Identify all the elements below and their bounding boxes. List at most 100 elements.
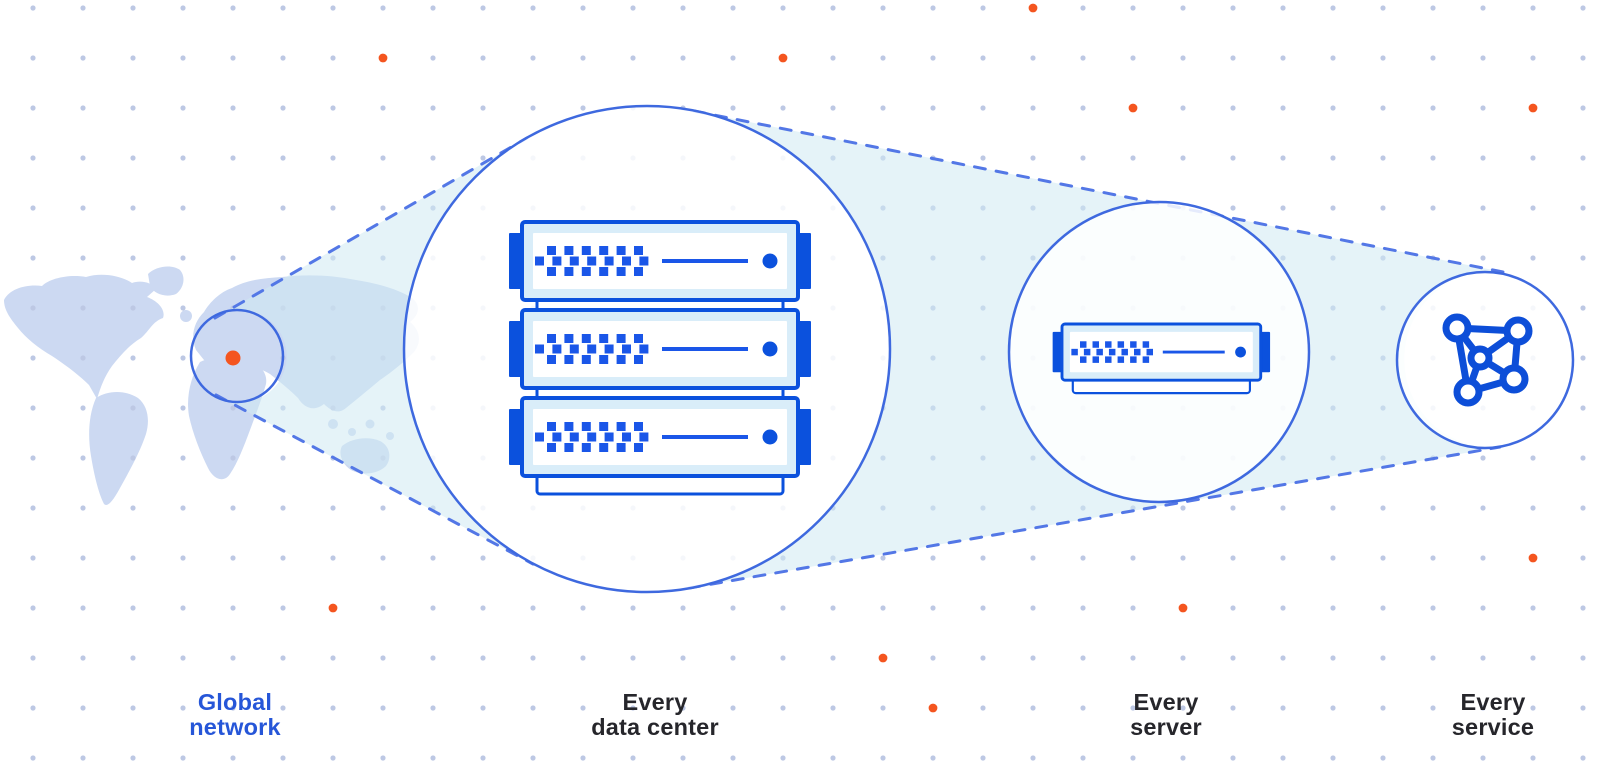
grid-dot — [180, 105, 186, 111]
map-north-america — [4, 274, 164, 399]
grid-dot — [580, 655, 586, 661]
server-part — [569, 344, 579, 354]
grid-dot — [230, 155, 236, 161]
grid-dot — [230, 705, 236, 711]
grid-dot — [730, 705, 736, 711]
grid-dot — [1130, 5, 1136, 11]
grid-dot — [380, 605, 386, 611]
server-part — [1142, 341, 1150, 348]
grid-dot — [780, 605, 786, 611]
grid-dot — [1180, 505, 1186, 511]
grid-dot — [1230, 5, 1236, 11]
grid-dot — [730, 55, 736, 61]
grid-dot — [830, 755, 836, 761]
grid-dot — [880, 705, 886, 711]
grid-dot — [330, 755, 336, 761]
grid-dot — [130, 655, 136, 661]
grid-dot — [980, 155, 986, 161]
grid-dot — [1580, 205, 1586, 211]
grid-dot — [1380, 205, 1386, 211]
grid-dot — [1430, 155, 1436, 161]
grid-dot — [780, 705, 786, 711]
grid-dot — [130, 305, 136, 311]
grid-dot — [1230, 555, 1236, 561]
grid-dot — [1230, 55, 1236, 61]
server-part — [552, 344, 562, 354]
server-part — [581, 355, 591, 364]
grid-dot — [1030, 155, 1036, 161]
server-part — [616, 355, 626, 364]
grid-dot — [630, 655, 636, 661]
grid-dot — [280, 455, 286, 461]
grid-dot — [80, 605, 86, 611]
grid-dot — [680, 55, 686, 61]
grid-dot — [980, 705, 986, 711]
grid-dot — [130, 455, 136, 461]
grid-dot — [330, 5, 336, 11]
grid-dot — [80, 455, 86, 461]
grid-dot — [580, 105, 586, 111]
grid-dot — [1180, 755, 1186, 761]
grid-dot — [1430, 105, 1436, 111]
grid-dot — [1030, 105, 1036, 111]
grid-dot — [1080, 155, 1086, 161]
grid-dot — [380, 505, 386, 511]
server-part — [547, 355, 556, 364]
grid-dot — [230, 505, 236, 511]
server-part — [1117, 341, 1125, 348]
server-led-dot — [762, 341, 778, 357]
grid-dot — [1580, 355, 1586, 361]
stage-label-line: data center — [591, 714, 719, 740]
stage-label-line: network — [189, 714, 281, 740]
grid-dot — [180, 605, 186, 611]
server-part — [535, 432, 544, 442]
server-part — [1105, 356, 1112, 363]
grid-dot — [1130, 55, 1136, 61]
server-part — [564, 334, 574, 343]
grid-dot — [1580, 5, 1586, 11]
mesh-node-center — [1467, 345, 1493, 371]
grid-dot — [230, 255, 236, 261]
grid-dot — [280, 55, 286, 61]
grid-dot — [1230, 105, 1236, 111]
grid-dot — [1380, 5, 1386, 11]
grid-dot — [180, 455, 186, 461]
grid-dot — [380, 155, 386, 161]
server-part — [569, 432, 579, 442]
grid-dot — [430, 705, 436, 711]
grid-dot — [30, 405, 36, 411]
grid-dot — [630, 55, 636, 61]
stage-label-every-service: Every service — [1343, 690, 1620, 740]
stage-label-line: Every — [1133, 689, 1199, 715]
grid-dot — [1530, 155, 1536, 161]
grid-dot — [1480, 755, 1486, 761]
grid-dot — [180, 405, 186, 411]
grid-dot — [130, 605, 136, 611]
grid-dot — [1430, 705, 1436, 711]
grid-dot — [1130, 655, 1136, 661]
grid-dot — [330, 205, 336, 211]
server-part — [533, 233, 787, 289]
grid-dot — [1180, 105, 1186, 111]
grid-dot — [280, 205, 286, 211]
map-africa — [188, 356, 267, 480]
server-part — [1146, 348, 1154, 356]
grid-dot — [830, 705, 836, 711]
grid-dot — [30, 555, 36, 561]
grid-dot — [1480, 55, 1486, 61]
grid-dot — [1280, 605, 1286, 611]
grid-dot — [880, 55, 886, 61]
grid-dot — [1180, 555, 1186, 561]
grid-dot — [1580, 305, 1586, 311]
grid-dot — [280, 155, 286, 161]
grid-dot — [1480, 5, 1486, 11]
server-part — [639, 344, 649, 354]
accent-dot — [1028, 3, 1038, 13]
grid-dot — [30, 55, 36, 61]
grid-dot — [1180, 655, 1186, 661]
mesh-node — [1442, 313, 1472, 343]
server-part — [622, 256, 631, 266]
grid-dot — [880, 105, 886, 111]
grid-dot — [1580, 755, 1586, 761]
